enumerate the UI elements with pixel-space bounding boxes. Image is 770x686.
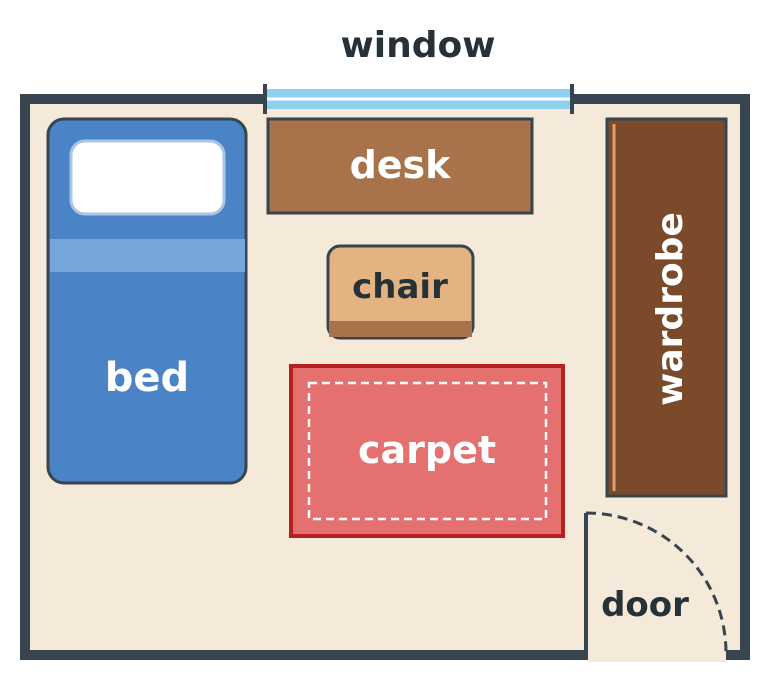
bed-blanket-band [50,239,245,272]
carpet-label: carpet [358,428,496,472]
door-label: door [601,585,689,625]
desk [266,117,534,215]
carpet [289,364,565,538]
window [263,84,574,114]
chair-base [329,321,472,337]
window-label: window [341,25,496,66]
wardrobe [605,117,728,498]
wardrobe-label: wardrobe [650,212,691,406]
pillow [69,139,226,216]
chair [326,244,475,340]
door [584,511,728,662]
room-walls [20,94,750,660]
desk-label: desk [350,143,452,187]
bed-label: bed [105,355,189,401]
bed [46,117,248,485]
chair-label: chair [352,267,448,307]
